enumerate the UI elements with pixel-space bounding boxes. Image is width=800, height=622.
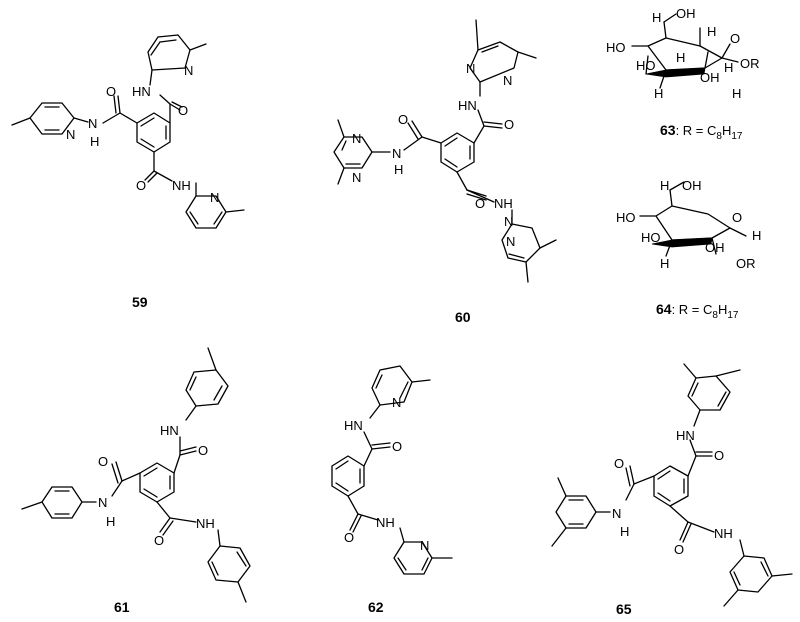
r-subscript: 17 [731,131,743,142]
atom-label-h: H [707,24,716,39]
r-hydrogen: H [722,123,731,138]
atom-label-o: O [674,542,684,557]
atom-label-ho: HO [636,58,656,73]
atom-label-n: N [352,170,361,185]
atom-label-n: N [184,63,193,78]
atom-label-h: H [676,50,685,65]
atom-label-n: N [210,190,219,205]
compound-64-structure: H OH O HO HO OH H H OR 64: R = C8H17 [616,178,761,321]
atom-label-n: N [392,395,401,410]
atom-label-o: O [106,84,116,99]
atom-label-n: N [352,131,361,146]
compound-62-structure: N HN O O NH N 62 [331,365,453,615]
atom-label-nh: NH [494,196,513,211]
compound-61-structure: HN O O N H O NH 61 [21,347,251,615]
atom-label-n: N [504,214,513,229]
atom-label-o: O [504,117,514,132]
atom-label-oh: OH [676,6,696,21]
compound-number-59: 59 [132,294,148,310]
compound-63-structure: H OH H O HO HO H OH H OR H H 63: R = C8H… [606,6,760,142]
compound-number-60: 60 [455,309,471,325]
atom-label-nh: NH [376,515,395,530]
compound-64-caption: 64: R = C8H17 [656,301,739,321]
r-subscript: 8 [716,131,722,142]
r-group-definition: : R = C [676,123,717,138]
atom-label-o: O [730,31,740,46]
compound-number-62: 62 [368,599,384,615]
atom-label-oh: OH [682,178,702,193]
atom-label-h: H [752,228,761,243]
atom-label-n: N [98,495,107,510]
compound-number-65: 65 [616,601,632,617]
atom-label-oh: OH [700,70,720,85]
atom-label-hn: HN [458,98,477,113]
atom-label-nh: NH [714,526,733,541]
atom-label-h: H [620,524,629,539]
atom-label-nh: NH [196,516,215,531]
atom-label-n: N [88,116,97,131]
atom-label-o: O [398,112,408,127]
atom-label-hn: HN [676,428,695,443]
atom-label-o: O [98,454,108,469]
atom-label-n: N [66,127,75,142]
atom-label-h: H [654,86,663,101]
atom-label-o: O [475,196,485,211]
atom-label-hn: HN [344,418,363,433]
atom-label-n: N [503,73,512,88]
compound-number-63: 63 [660,122,676,138]
compound-number-64: 64 [656,301,672,317]
atom-label-or: OR [740,56,760,71]
atom-label-or: OR [736,256,756,271]
atom-label-n: N [612,506,621,521]
atom-label-n: N [466,61,475,76]
atom-label-o: O [714,448,724,463]
compound-65-structure: HN O O N H O NH 65 [551,363,793,617]
atom-label-n: N [506,234,515,249]
compound-number-61: 61 [114,599,130,615]
atom-label-o: O [732,210,742,225]
compound-59-structure: N HN O O N H N O NH N 59 [11,34,245,310]
atom-label-o: O [392,439,402,454]
compound-63-caption: 63: R = C8H17 [660,122,743,142]
r-group-definition: : R = C [672,302,713,317]
atom-label-h: H [724,60,733,75]
atom-label-h: H [732,86,741,101]
compound-60-structure: N N HN O O N N H N O NH N N 60 [333,19,557,325]
atom-label-o: O [344,530,354,545]
atom-label-oh: OH [705,240,725,255]
atom-label-n: N [420,538,429,553]
atom-label-nh: NH [172,178,191,193]
r-subscript: 8 [712,310,718,321]
atom-label-o: O [154,533,164,548]
atom-label-o: O [136,178,146,193]
atom-label-h: H [394,162,403,177]
atom-label-o: O [614,456,624,471]
atom-label-h: H [652,10,661,25]
atom-label-h: H [660,256,669,271]
atom-label-ho: HO [606,40,626,55]
atom-label-hn: HN [160,423,179,438]
r-subscript: 17 [727,310,739,321]
atom-label-n: N [392,146,401,161]
atom-label-h: H [90,134,99,149]
atom-label-o: O [198,443,208,458]
atom-label-h: H [660,178,669,193]
atom-label-h: H [106,514,115,529]
atom-label-o: O [178,103,188,118]
atom-label-ho: HO [641,230,661,245]
atom-label-hn: HN [132,84,151,99]
atom-label-ho: HO [616,210,636,225]
r-hydrogen: H [718,302,727,317]
